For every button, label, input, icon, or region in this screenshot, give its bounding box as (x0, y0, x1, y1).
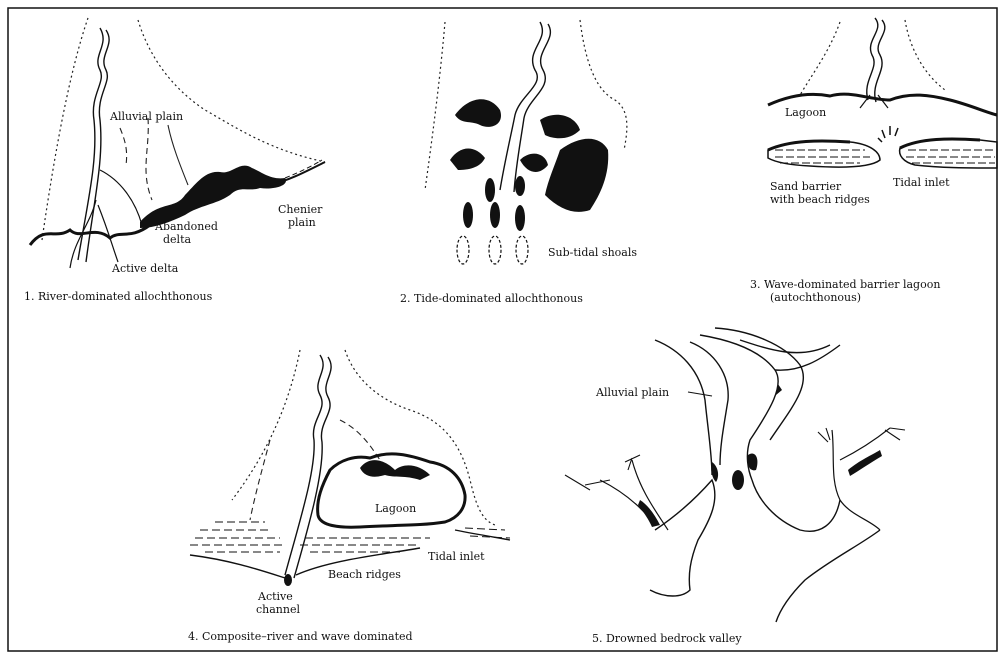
label-lagoon: Lagoon (785, 106, 826, 119)
distributary (100, 170, 142, 225)
delta-lobe (140, 166, 286, 228)
label-chenier-plain: plain (288, 216, 316, 229)
caption-panel-2: 2. Tide-dominated allochthonous (400, 292, 583, 305)
label-active-delta: Active delta (111, 262, 179, 275)
caption-panel-1: 1. River-dominated allochthonous (24, 290, 213, 303)
label-alluvial-plain: Alluvial plain (109, 110, 183, 123)
label-abandoned-delta: delta (163, 233, 191, 246)
label-beach-ridges: Beach ridges (328, 568, 401, 581)
tributary (565, 475, 610, 490)
label-alluvial-plain: Alluvial plain (595, 386, 669, 399)
delta-deposits (360, 460, 430, 480)
label-chenier-plain: Chenier (278, 203, 323, 216)
valley-outline (800, 22, 840, 95)
caption-panel-3: (autochthonous) (770, 291, 861, 304)
beach-front (190, 555, 285, 578)
valley-wall (655, 340, 712, 475)
label-lagoon: Lagoon (375, 502, 416, 515)
sediment-fill (848, 450, 882, 476)
shoal (463, 202, 473, 228)
tributary (818, 428, 830, 442)
valley-wall (715, 328, 803, 440)
tidal-inlet-marks (878, 126, 898, 142)
tidal-flat (450, 148, 485, 170)
label-tidal-inlet: Tidal inlet (428, 550, 485, 563)
label-sand-barrier: with beach ridges (770, 193, 870, 206)
tributary (832, 430, 880, 530)
river-channel (867, 18, 878, 100)
shoal (515, 176, 525, 196)
panel-river-dominated: Alluvial plain Abandoned delta Active de… (24, 18, 325, 303)
panel-composite: Lagoon Tidal inlet Beach ridges Active c… (188, 350, 510, 643)
tidal-flat (455, 99, 501, 127)
abandoned-channel (168, 125, 188, 185)
label-active-channel: channel (256, 603, 300, 616)
valley-outline (905, 20, 945, 90)
shoal (515, 205, 525, 231)
caption-panel-3: 3. Wave-dominated barrier lagoon (750, 278, 940, 291)
tributary (600, 480, 655, 525)
sediment-fill (732, 470, 744, 490)
abandoned-channel (120, 128, 127, 165)
beach-front (455, 530, 510, 540)
abandoned-channel (146, 118, 152, 200)
tidal-flat (520, 154, 548, 172)
valley-outline (345, 350, 495, 525)
panel-tide-dominated: Sub-tidal shoals 2. Tide-dominated alloc… (400, 20, 637, 305)
chenier-ridges (285, 160, 322, 178)
label-active-channel: Active (257, 590, 293, 603)
caption-panel-4: 4. Composite–river and wave dominated (188, 630, 413, 643)
panel-drowned-valley: Alluvial plain 5. Drowned bedrock valley (565, 328, 905, 645)
valley-outline (232, 350, 300, 500)
valley-outline (425, 22, 445, 190)
subtidal-shoal (489, 236, 501, 264)
active-channel-mouth (284, 574, 292, 586)
figure-frame (8, 8, 997, 651)
subtidal-shoal (516, 236, 528, 264)
subtidal-shoal (457, 236, 469, 264)
drowned-shore (752, 480, 840, 531)
label-subtidal-shoals: Sub-tidal shoals (548, 246, 637, 259)
shoal (485, 178, 495, 202)
valley-wall (775, 345, 840, 370)
tidal-flat (545, 139, 608, 212)
barrier-ridges (775, 150, 870, 163)
valley-outline (580, 20, 627, 150)
lagoon-margin (318, 454, 465, 527)
shoal (490, 202, 500, 228)
drowned-shore (650, 480, 715, 596)
barrier-ridges (906, 150, 995, 163)
tidal-flat (540, 115, 580, 138)
valley-outline (138, 20, 325, 162)
drowned-shore (776, 530, 880, 622)
label-tidal-inlet: Tidal inlet (893, 176, 950, 189)
label-sand-barrier: Sand barrier (770, 180, 842, 193)
label-abandoned-delta: Abandoned (154, 220, 218, 233)
distributary (878, 95, 888, 108)
panel-wave-dominated: Lagoon Sand barrier with beach ridges Ti… (750, 18, 997, 304)
label-leader (688, 392, 712, 396)
abandoned-channel (340, 420, 380, 460)
barrier-top (900, 139, 980, 148)
valley-outline (42, 18, 88, 240)
barrier-top (768, 141, 850, 150)
tributary (840, 428, 890, 460)
caption-panel-5: 5. Drowned bedrock valley (592, 632, 742, 645)
valley-wall (690, 342, 728, 465)
barrier-ridges (190, 522, 285, 552)
abandoned-channel (250, 440, 270, 520)
